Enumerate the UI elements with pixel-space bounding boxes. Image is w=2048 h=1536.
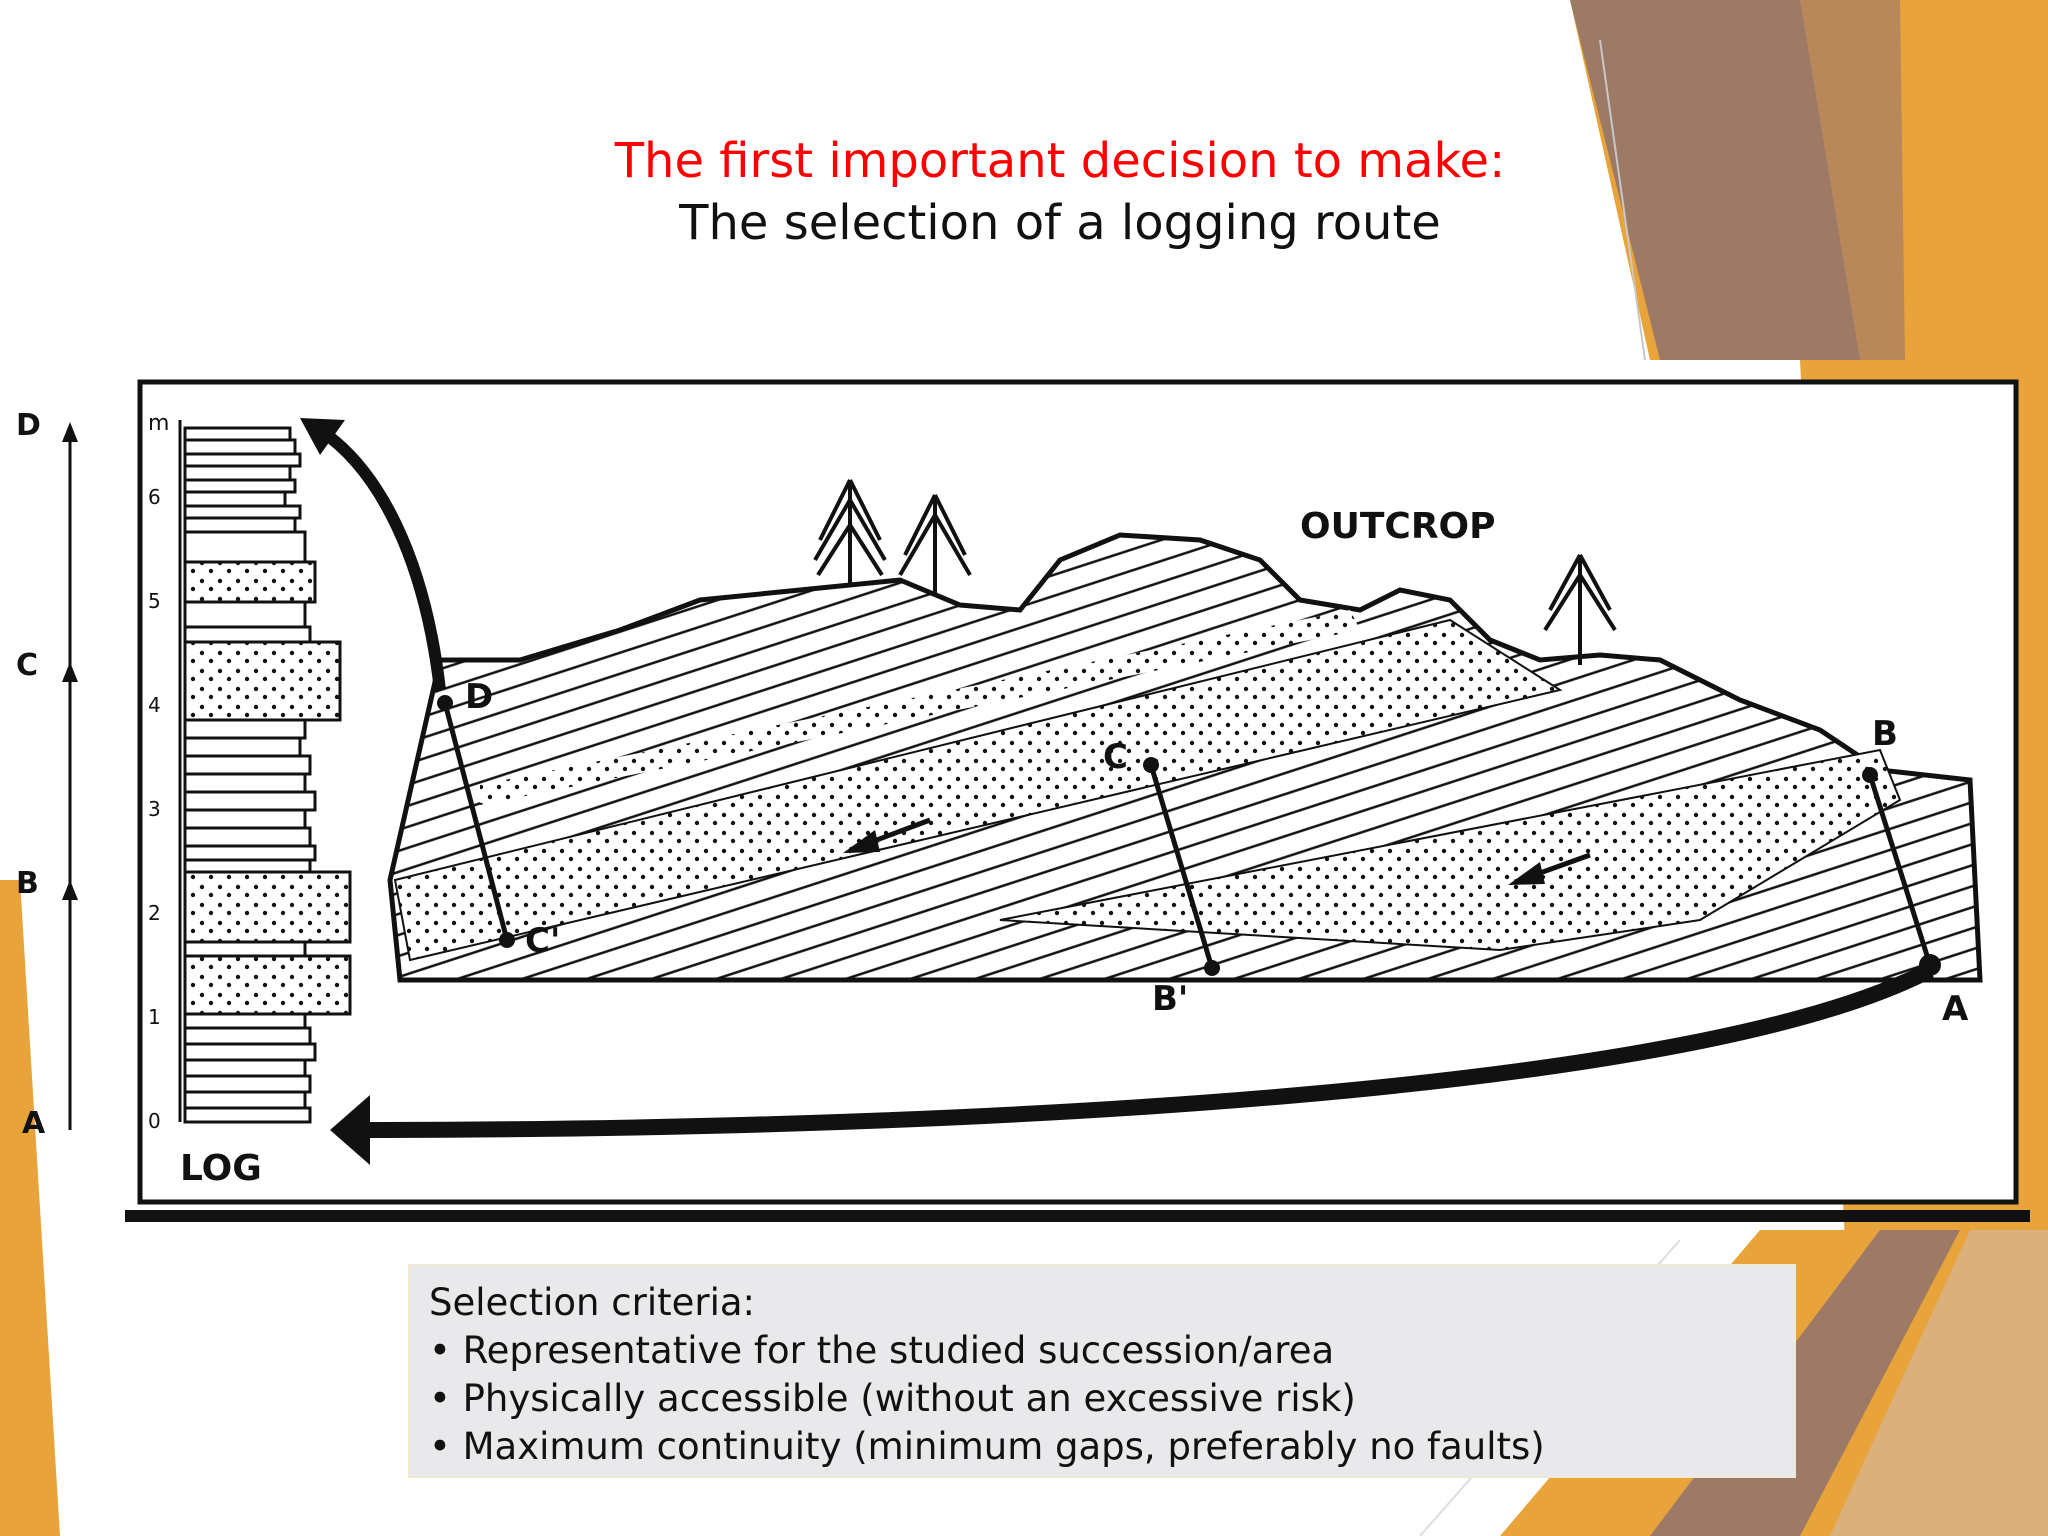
criteria-list: Representative for the studied successio… <box>429 1327 1775 1471</box>
sandstone-bed-3 <box>480 610 1360 805</box>
label-C: C <box>1103 737 1128 777</box>
route-point-labels: D C' C B' B A <box>465 677 1969 1029</box>
log-scale-ticks: 0 1 2 3 4 5 6 <box>148 485 161 1133</box>
diagram-base-bar <box>125 1210 2030 1222</box>
deco-orange-left <box>0 880 60 1536</box>
outcrop-label: OUTCROP <box>1300 506 1496 547</box>
logging-route <box>442 702 1933 969</box>
section-arrow-C <box>62 662 78 682</box>
tick-4: 4 <box>148 693 161 717</box>
return-arrow-bottom <box>359 962 1934 1138</box>
label-A: A <box>1942 989 1969 1029</box>
return-arrowhead-bottom <box>330 1095 370 1165</box>
criteria-item: Physically accessible (without an excess… <box>429 1375 1775 1423</box>
dip-arrowhead-2 <box>1508 862 1545 885</box>
log-label: LOG <box>180 1148 262 1189</box>
tick-5: 5 <box>148 589 161 613</box>
tick-0: 0 <box>148 1109 161 1133</box>
tick-2: 2 <box>148 901 161 925</box>
title-main: The selection of a logging route <box>679 195 1441 251</box>
label-B-prime: B' <box>1152 979 1188 1019</box>
deco-tan-stripe <box>1800 0 1905 360</box>
deco-line <box>1599 39 1646 361</box>
side-label-D: D <box>16 408 41 443</box>
slide-title: The first important decision to make: Th… <box>560 130 1560 254</box>
route-points <box>437 695 1941 976</box>
section-arrow-B <box>62 880 78 900</box>
label-B: B <box>1872 714 1898 754</box>
label-C-prime: C' <box>525 921 560 961</box>
tick-3: 3 <box>148 797 161 821</box>
criteria-item: Representative for the studied successio… <box>429 1327 1775 1375</box>
section-labels: D C B A <box>16 408 46 1141</box>
tick-6: 6 <box>148 485 161 509</box>
side-label-B: B <box>16 866 39 901</box>
tick-1: 1 <box>148 1005 161 1029</box>
title-highlight: The first important decision to make: <box>614 133 1506 189</box>
return-arrowhead-top <box>300 418 345 455</box>
label-D: D <box>465 677 493 717</box>
sandstone-bed-1 <box>393 618 1563 962</box>
outcrop-diagram: m 0 1 2 3 4 5 6 LOG OUTCROP D C' C B' B … <box>16 379 2030 1222</box>
side-label-C: C <box>16 648 38 683</box>
tree-icon <box>813 479 1617 665</box>
criteria-item: Maximum continuity (minimum gaps, prefer… <box>429 1423 1775 1471</box>
section-arrow-D <box>62 422 78 442</box>
dip-arrowhead-1 <box>843 830 880 853</box>
log-meter-label: m <box>148 411 169 436</box>
selection-criteria-panel: Selection criteria: Representative for t… <box>408 1264 1796 1478</box>
sandstone-bed-2 <box>999 748 1902 952</box>
deco-light-bottom <box>1830 1230 2048 1536</box>
deco-brown-right <box>1570 0 1880 360</box>
criteria-heading: Selection criteria: <box>429 1281 756 1324</box>
log-column <box>183 426 352 1124</box>
return-arrow-top <box>316 425 446 691</box>
side-label-A: A <box>22 1106 46 1141</box>
